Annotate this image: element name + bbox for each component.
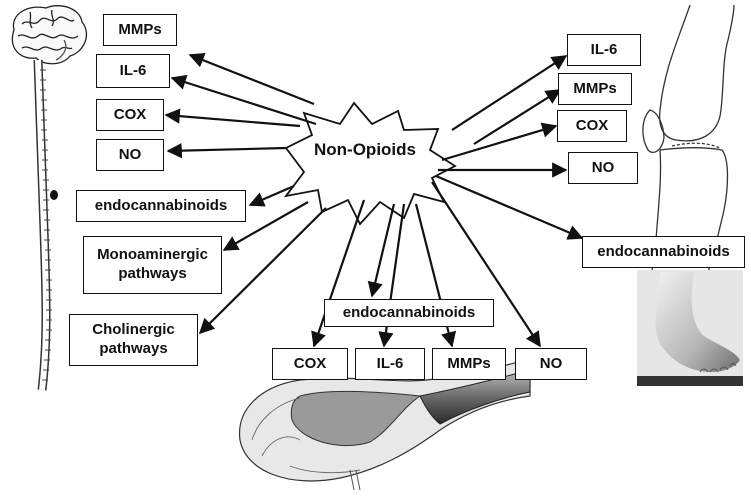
arrow-to-nerve-no (431, 181, 541, 348)
nerve-cox-box: COX (272, 348, 348, 380)
spine-cox-box: COX (96, 99, 164, 131)
non-opioids-label: Non-Opioids (314, 140, 416, 159)
arrow-to-joint-endocannabinoids (435, 174, 584, 240)
arrow-to-nerve-endocannabinoids (367, 203, 396, 298)
joint-no-box: NO (568, 152, 638, 184)
arrows (164, 52, 584, 348)
arrow-to-joint-mmps (473, 89, 562, 145)
nerve-cross-section-illustration (238, 357, 531, 491)
nerve-endocannabinoids-box: endocannabinoids (324, 299, 494, 327)
arrow-to-spine-no (166, 142, 287, 159)
spine-il6-box: IL-6 (96, 54, 170, 88)
nerve-il6-box: IL-6 (355, 348, 425, 380)
arrow-to-spine-mmps (188, 52, 315, 106)
nerve-no-box: NO (515, 348, 587, 380)
spine-endocannabinoids-box: endocannabinoids (76, 190, 246, 222)
arrow-to-spine-endocannabinoids (248, 184, 295, 207)
non-opioids-starburst (283, 101, 457, 226)
arrow-to-spine-cholinergic (198, 207, 327, 335)
brain-spinal-cord-illustration (11, 5, 87, 391)
arrow-to-spine-cox (164, 108, 301, 128)
joint-mmps-box: MMPs (558, 73, 632, 105)
spine-no-box: NO (96, 139, 164, 171)
spine-cholinergic-box: Cholinergic pathways (69, 314, 198, 366)
arrow-to-spine-il6 (170, 74, 317, 126)
joint-il6-box: IL-6 (567, 34, 641, 66)
arrow-to-joint-cox (441, 122, 558, 162)
knee-joint-illustration (642, 4, 735, 273)
foot-photo (637, 270, 743, 386)
arrow-to-joint-il6 (451, 55, 568, 131)
spine-mmps-box: MMPs (103, 14, 177, 46)
arrow-to-spine-monoaminergic (222, 201, 309, 251)
nerve-mmps-box: MMPs (432, 348, 506, 380)
joint-cox-box: COX (557, 110, 627, 142)
spine-monoaminergic-box: Monoaminergic pathways (83, 236, 222, 294)
joint-endocannabinoids-box: endocannabinoids (582, 236, 745, 268)
arrow-to-nerve-cox (311, 199, 366, 348)
